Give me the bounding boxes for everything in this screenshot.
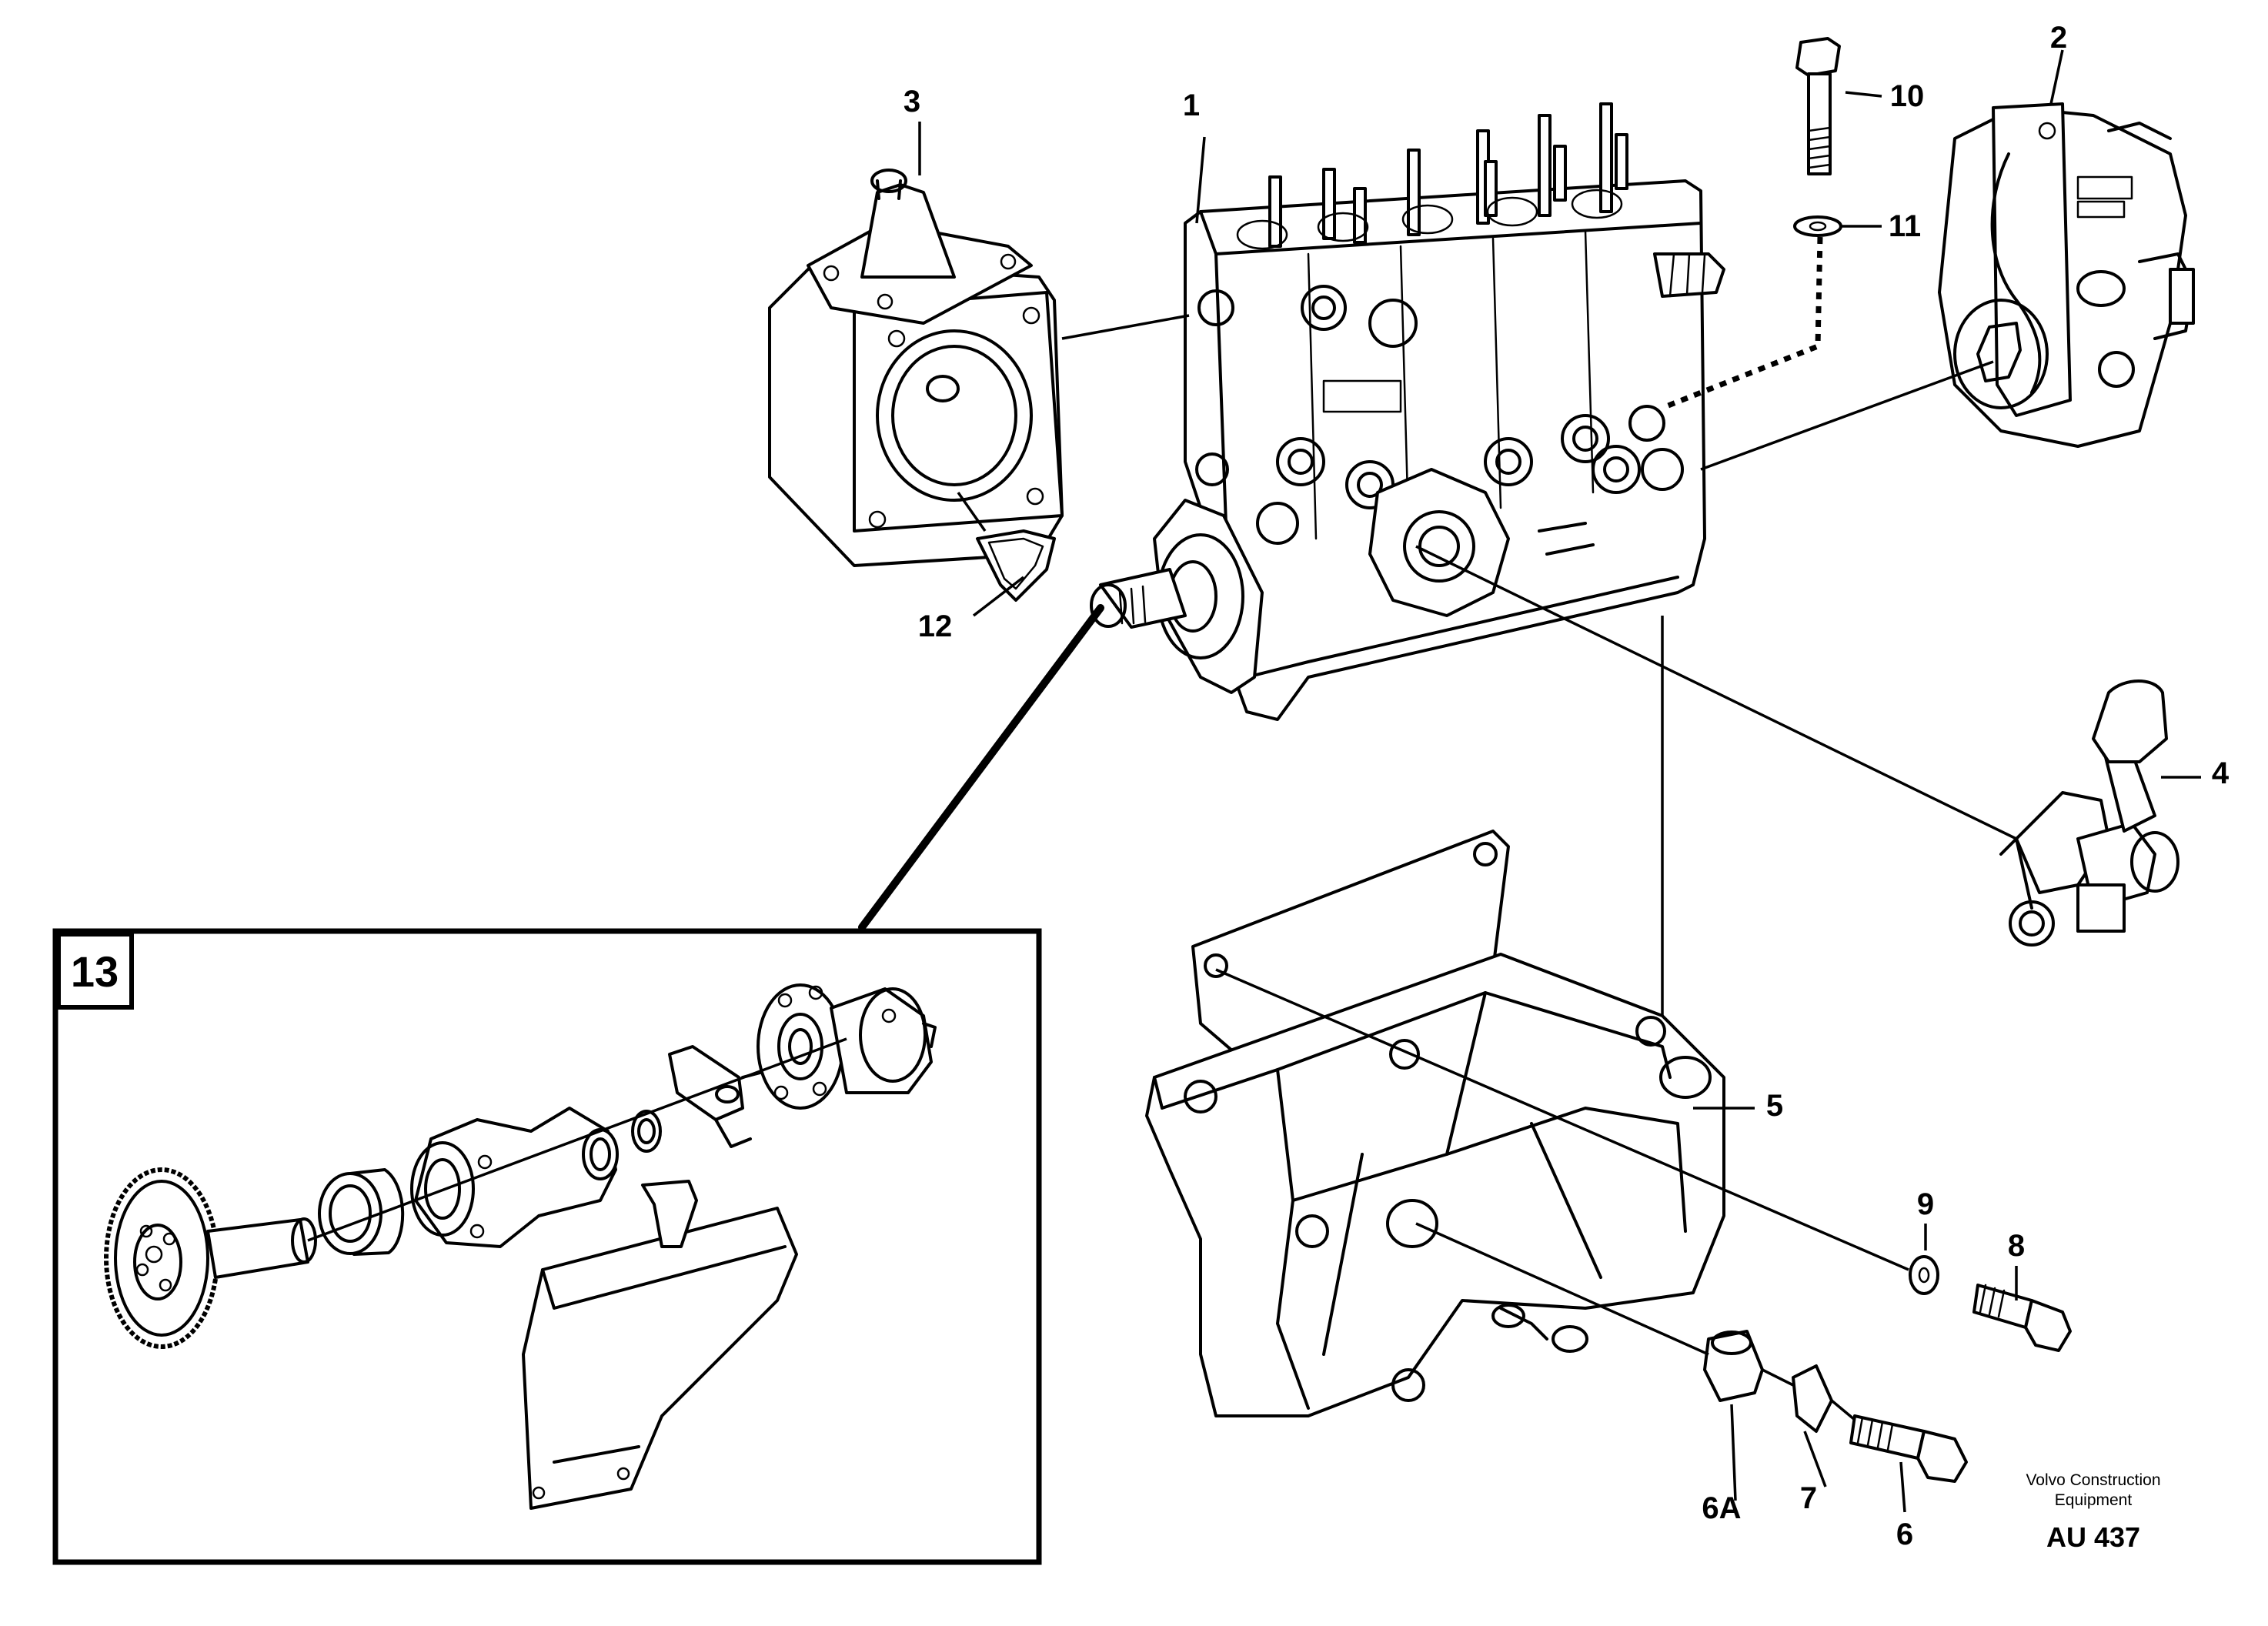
spacer-6a <box>1703 1330 1764 1402</box>
callout-5: 5 <box>1766 1089 1783 1123</box>
feed-pump <box>1999 679 2179 947</box>
bolt-6 <box>1849 1414 1968 1483</box>
callout-7: 7 <box>1800 1481 1817 1515</box>
pump-bracket <box>1145 830 1725 1417</box>
callout-12: 12 <box>918 609 953 643</box>
callout-8: 8 <box>2008 1229 2025 1263</box>
callout-2: 2 <box>2050 21 2067 55</box>
seal-ring <box>582 1128 619 1180</box>
washer-11 <box>1793 215 1842 237</box>
publisher-credit-line1: Volvo Construction <box>2026 1471 2160 1489</box>
o-ring <box>631 1110 662 1153</box>
leader-lines <box>858 49 2201 1513</box>
inset-label-13: 13 <box>71 947 119 996</box>
cover-plate <box>522 1180 798 1510</box>
callout-9: 9 <box>1917 1187 1934 1221</box>
callout-11: 11 <box>1889 209 1921 243</box>
governor-assembly <box>1938 102 2195 448</box>
camshaft-gear <box>104 1167 317 1349</box>
bolt-m10 <box>1795 37 1841 175</box>
washer-7 <box>1792 1364 1833 1433</box>
drawing-code: AU 437 <box>2046 1521 2140 1553</box>
bolt-8 <box>1972 1284 2072 1352</box>
injection-pump-body <box>1090 102 1725 721</box>
callout-10: 10 <box>1890 79 1925 113</box>
publisher-credit-line2: Equipment <box>2055 1491 2133 1509</box>
callout-3: 3 <box>904 85 920 119</box>
callout-6: 6 <box>1896 1517 1913 1551</box>
callout-6a: 6A <box>1702 1491 1741 1525</box>
callout-4: 4 <box>2212 756 2230 790</box>
governor-housing <box>768 169 1064 567</box>
gasket <box>976 529 1056 602</box>
callout-1: 1 <box>1183 88 1200 122</box>
washer-9 <box>1909 1255 1939 1295</box>
flange-coupling <box>757 983 937 1110</box>
inset-13-box <box>52 928 1042 1565</box>
